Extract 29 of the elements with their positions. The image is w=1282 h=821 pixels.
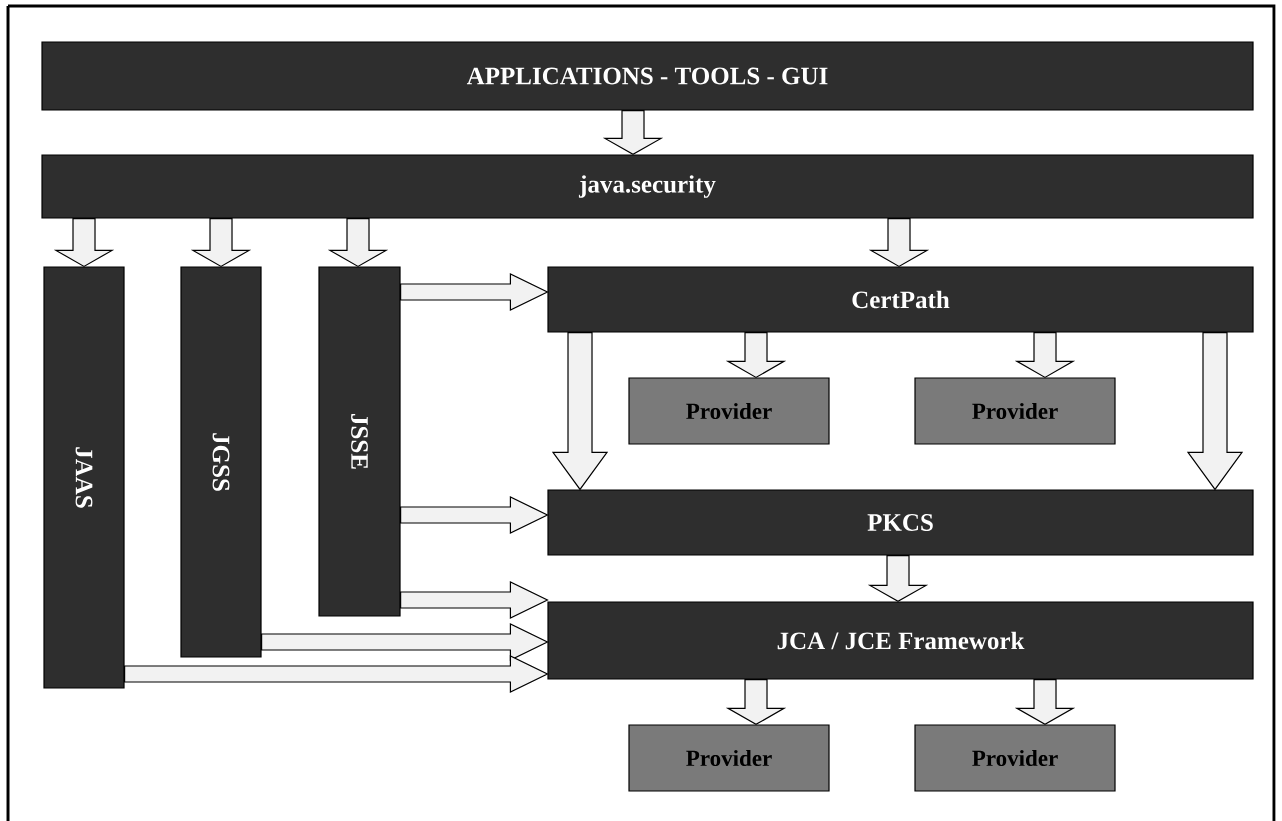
block-arrow [53, 218, 115, 268]
block-arrow [400, 581, 549, 619]
column-bar: JAAS [43, 266, 125, 689]
block-arrow [1014, 332, 1076, 379]
layer-bar: CertPath [547, 266, 1254, 333]
layer-bar: APPLICATIONS - TOOLS - GUI [41, 41, 1254, 111]
layer-bar: PKCS [547, 489, 1254, 556]
block-arrow [400, 496, 549, 534]
block-arrow [867, 555, 929, 603]
block-arrow [1014, 679, 1076, 726]
block-arrow [190, 218, 252, 268]
block-arrow [725, 679, 787, 726]
column-bar: JGSS [180, 266, 262, 658]
provider-box: Provider [914, 377, 1116, 445]
block-arrow [124, 655, 549, 693]
provider-box: Provider [914, 724, 1116, 792]
block-arrow [602, 110, 664, 156]
block-arrow [725, 332, 787, 379]
layer-bar: java.security [41, 154, 1254, 219]
block-arrow [327, 218, 389, 268]
provider-box: Provider [628, 724, 830, 792]
block-arrow [1186, 332, 1244, 491]
block-arrow [868, 218, 930, 268]
provider-box: Provider [628, 377, 830, 445]
layer-bar: JCA / JCE Framework [547, 601, 1254, 680]
column-bar: JSSE [318, 266, 401, 617]
block-arrow [551, 332, 609, 491]
block-arrow [400, 273, 549, 311]
block-arrow [261, 623, 549, 661]
